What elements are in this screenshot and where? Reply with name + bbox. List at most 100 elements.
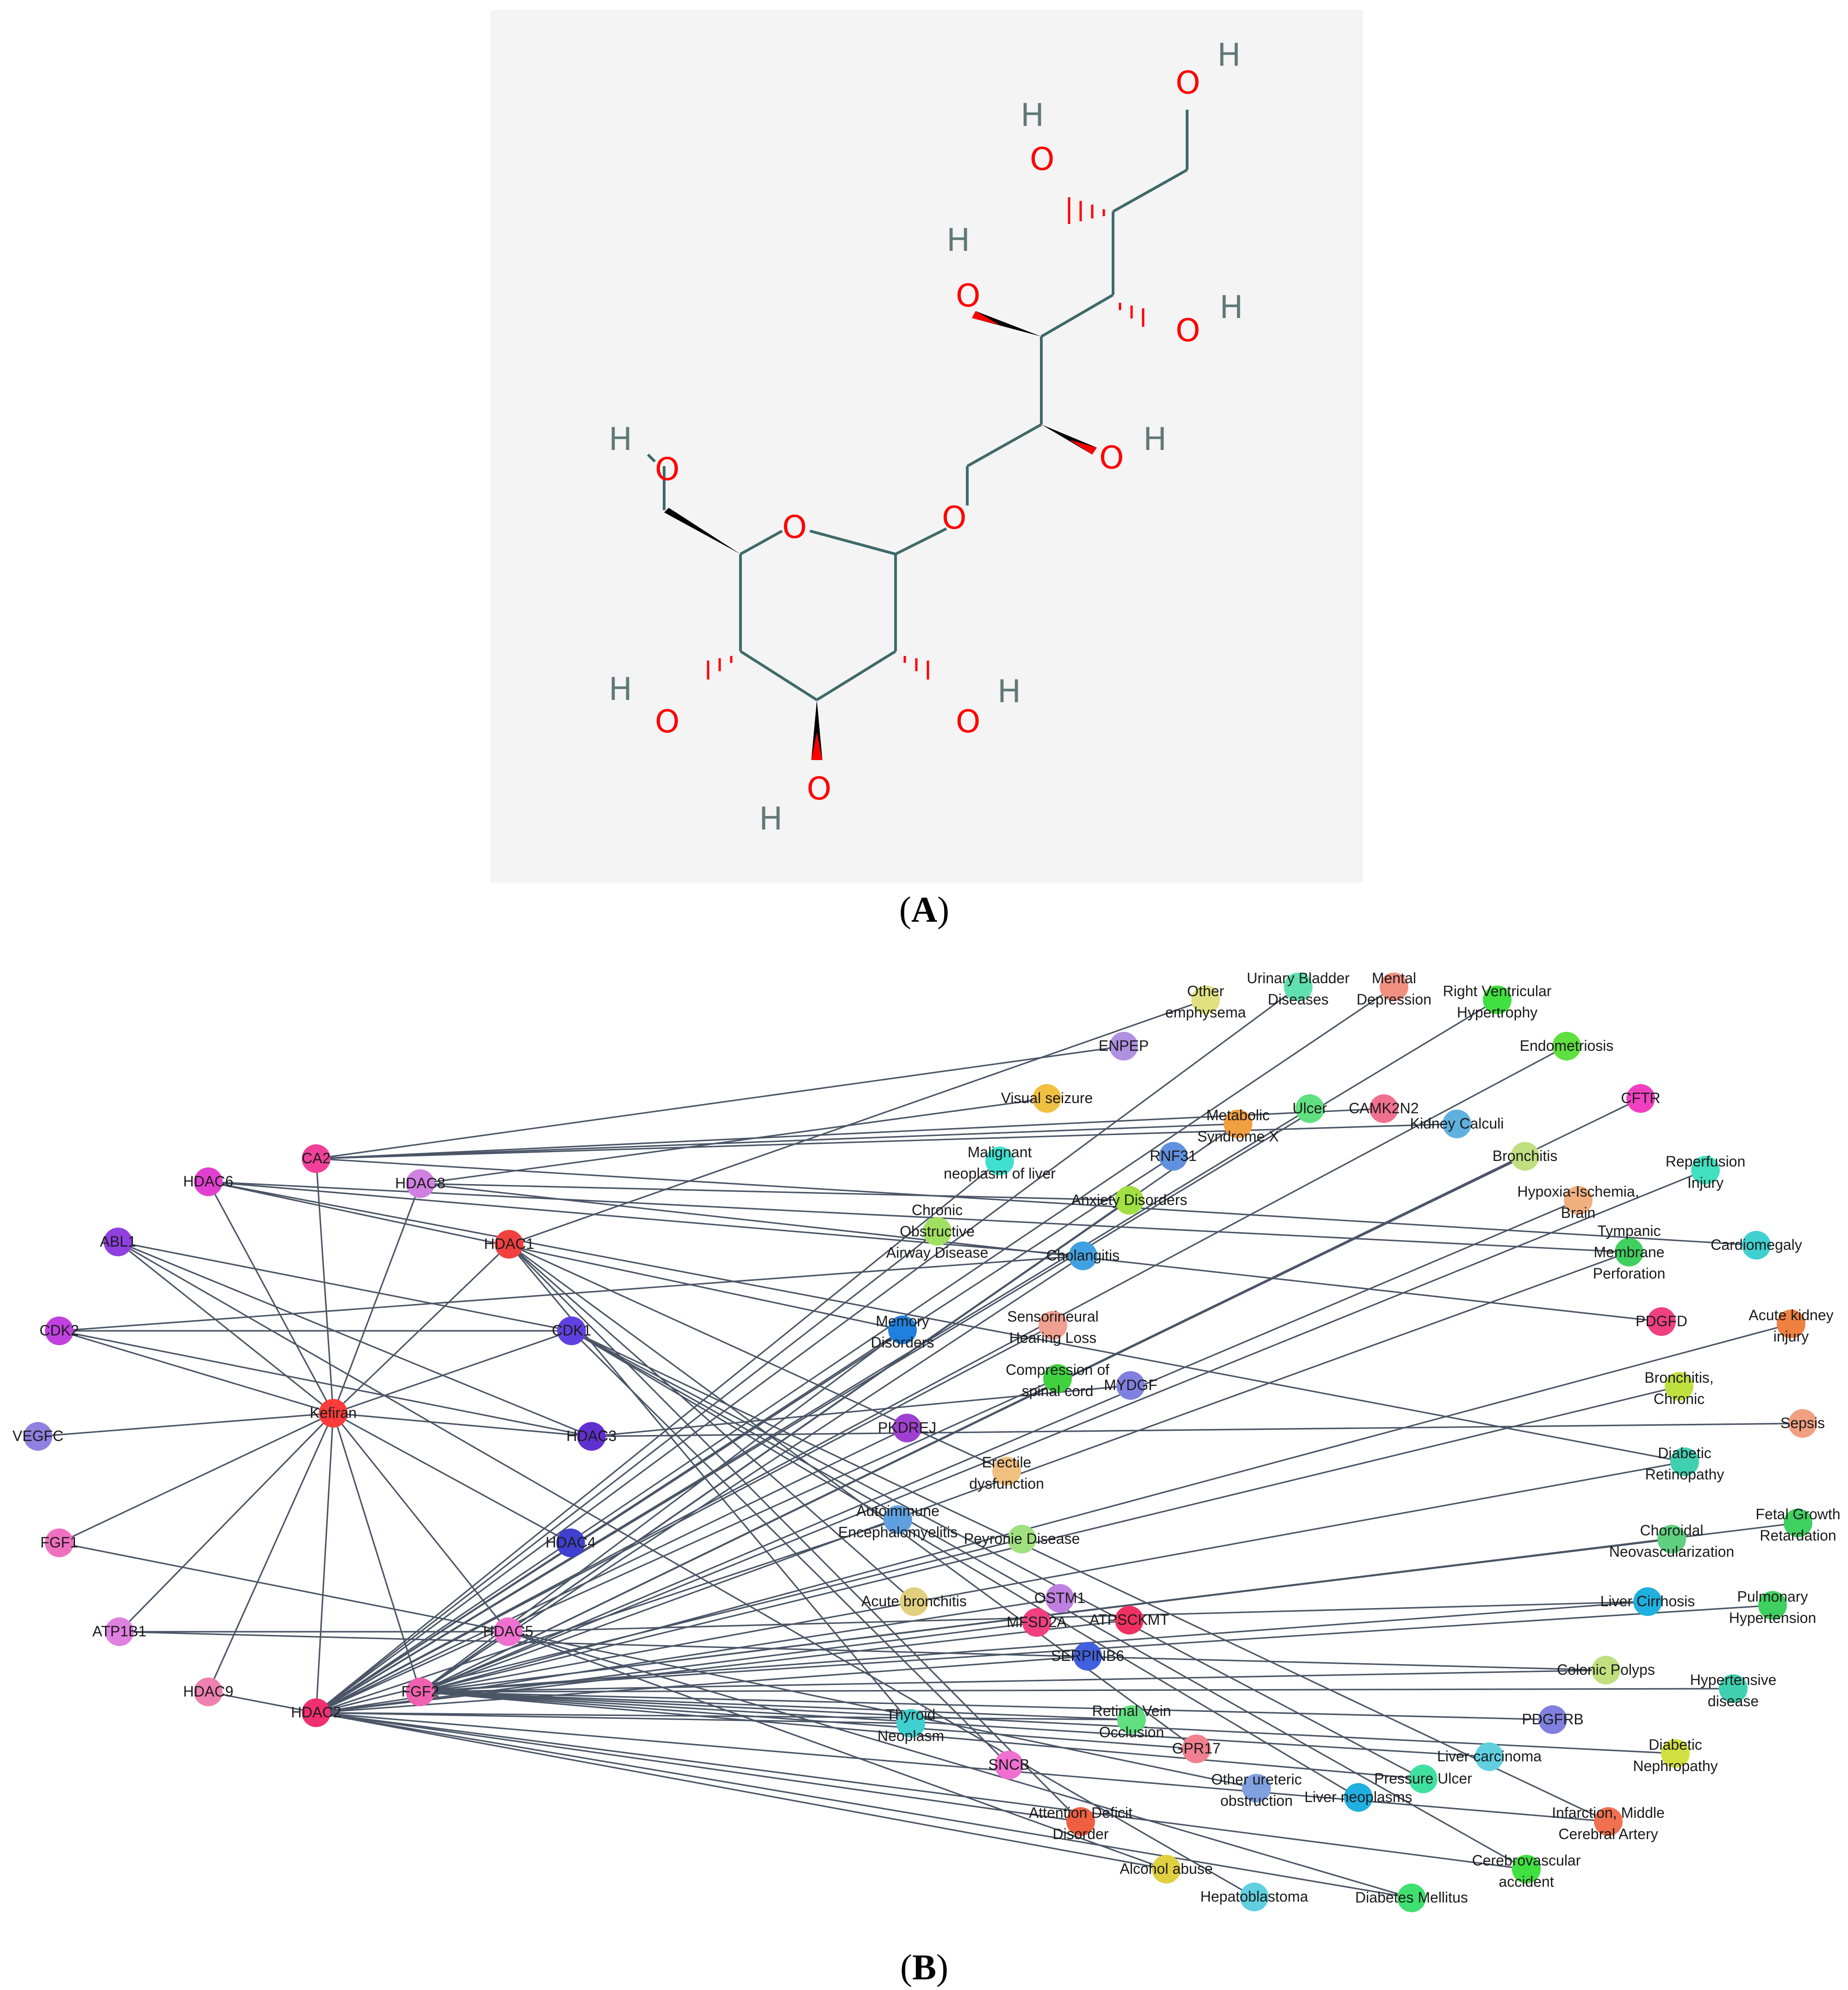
node-hdac6[interactable]: HDAC6 [183, 1167, 233, 1196]
node-circle[interactable] [1511, 1142, 1539, 1171]
node-sepsis[interactable]: Sepsis [1780, 1409, 1825, 1438]
node-kidney-calculi[interactable]: Kidney Calculi [1410, 1110, 1504, 1138]
node-ca2[interactable]: CA2 [302, 1144, 330, 1173]
node-circle[interactable] [992, 1457, 1021, 1485]
node-endometriosis[interactable]: Endometriosis [1520, 1032, 1614, 1061]
node-circle[interactable] [1538, 1705, 1567, 1734]
node-circle[interactable] [1344, 1783, 1373, 1812]
node-circle[interactable] [1008, 1525, 1036, 1553]
node-circle[interactable] [194, 1678, 223, 1706]
node-hepatoblastoma[interactable]: Hepatoblastoma [1200, 1883, 1308, 1911]
node-circle[interactable] [105, 1617, 134, 1646]
node-circle[interactable] [896, 1709, 925, 1738]
node-circle[interactable] [995, 1751, 1023, 1779]
node-circle[interactable] [1647, 1307, 1676, 1336]
node-circle[interactable] [1109, 1032, 1138, 1061]
node-mfsd2a[interactable]: MFSD2A [1007, 1608, 1067, 1637]
node-circle[interactable] [1115, 1606, 1144, 1634]
node-circle[interactable] [884, 1505, 912, 1534]
node-circle[interactable] [1552, 1032, 1581, 1061]
node-circle[interactable] [1397, 1884, 1426, 1912]
node-hdac2[interactable]: HDAC2 [291, 1698, 341, 1727]
node-hdac5[interactable]: HDAC5 [483, 1617, 533, 1646]
node-circle[interactable] [1719, 1674, 1748, 1703]
node-circle[interactable] [1483, 986, 1512, 1014]
node-circle[interactable] [1116, 1371, 1145, 1400]
node-circle[interactable] [495, 1230, 523, 1259]
node-circle[interactable] [1657, 1525, 1686, 1553]
node-peyronie-disease[interactable]: Peyronie Disease [964, 1525, 1080, 1553]
node-hdac3[interactable]: HDAC3 [566, 1422, 616, 1451]
node-sncb[interactable]: SNCB [989, 1751, 1030, 1779]
node-ulcer[interactable]: Ulcer [1293, 1094, 1327, 1123]
node-circle[interactable] [1665, 1372, 1693, 1401]
node-acute-bronchitis[interactable]: Acute bronchitis [861, 1587, 967, 1616]
node-fgf1[interactable]: FGF1 [40, 1528, 78, 1557]
node-hdac8[interactable]: HDAC8 [395, 1169, 445, 1198]
node-abl1[interactable]: ABL1 [100, 1228, 136, 1256]
node-liver-cirrhosis[interactable]: Liver Cirrhosis [1600, 1587, 1695, 1616]
node-circle[interactable] [194, 1167, 223, 1196]
node-circle[interactable] [1409, 1765, 1437, 1793]
node-circle[interactable] [1069, 1241, 1097, 1270]
node-circle[interactable] [1117, 1705, 1146, 1734]
node-circle[interactable] [900, 1587, 928, 1616]
node-circle[interactable] [556, 1528, 585, 1557]
node-kefiran[interactable]: Kefiran [310, 1399, 357, 1428]
node-hypoxia-ischemia-brain[interactable]: Hypoxia-Ischemia,Brain [1517, 1183, 1639, 1221]
node-circle[interactable] [406, 1169, 435, 1198]
node-circle[interactable] [319, 1399, 348, 1428]
node-ostm1[interactable]: OSTM1 [1034, 1584, 1085, 1613]
node-circle[interactable] [1475, 1742, 1504, 1771]
node-serpinb6[interactable]: SERPINB6 [1051, 1642, 1124, 1671]
node-circle[interactable] [45, 1316, 74, 1345]
node-pkdrej[interactable]: PKDREJ [878, 1414, 936, 1442]
node-cdk1[interactable]: CDK1 [552, 1316, 591, 1345]
node-circle[interactable] [1380, 973, 1408, 1001]
node-circle[interactable] [1182, 1734, 1211, 1763]
node-hdac1[interactable]: HDAC1 [484, 1230, 534, 1259]
node-circle[interactable] [494, 1617, 523, 1646]
node-circle[interactable] [1240, 1883, 1269, 1911]
node-mydgf[interactable]: MYDGF [1104, 1371, 1157, 1400]
node-circle[interactable] [1224, 1110, 1252, 1138]
node-circle[interactable] [1191, 986, 1220, 1014]
node-circle[interactable] [1242, 1774, 1271, 1803]
node-gpr17[interactable]: GPR17 [1172, 1734, 1221, 1763]
node-circle[interactable] [1626, 1084, 1655, 1113]
node-circle[interactable] [302, 1144, 330, 1173]
node-circle[interactable] [577, 1422, 606, 1451]
node-anxiety-disorders[interactable]: Anxiety Disorders [1071, 1186, 1188, 1215]
node-circle[interactable] [1564, 1186, 1593, 1215]
node-circle[interactable] [1758, 1591, 1787, 1620]
node-atpsckmt[interactable]: ATPSCKMT [1089, 1606, 1169, 1634]
node-circle[interactable] [1295, 1094, 1324, 1123]
node-cardiomegaly[interactable]: Cardiomegaly [1711, 1231, 1802, 1260]
node-hdac4[interactable]: HDAC4 [546, 1528, 596, 1557]
node-circle[interactable] [406, 1678, 435, 1706]
node-circle[interactable] [923, 1217, 952, 1246]
node-circle[interactable] [1284, 973, 1313, 1001]
node-circle[interactable] [1784, 1509, 1812, 1537]
node-circle[interactable] [1670, 1447, 1699, 1476]
node-pdgfrb[interactable]: PDGFRB [1522, 1705, 1584, 1734]
